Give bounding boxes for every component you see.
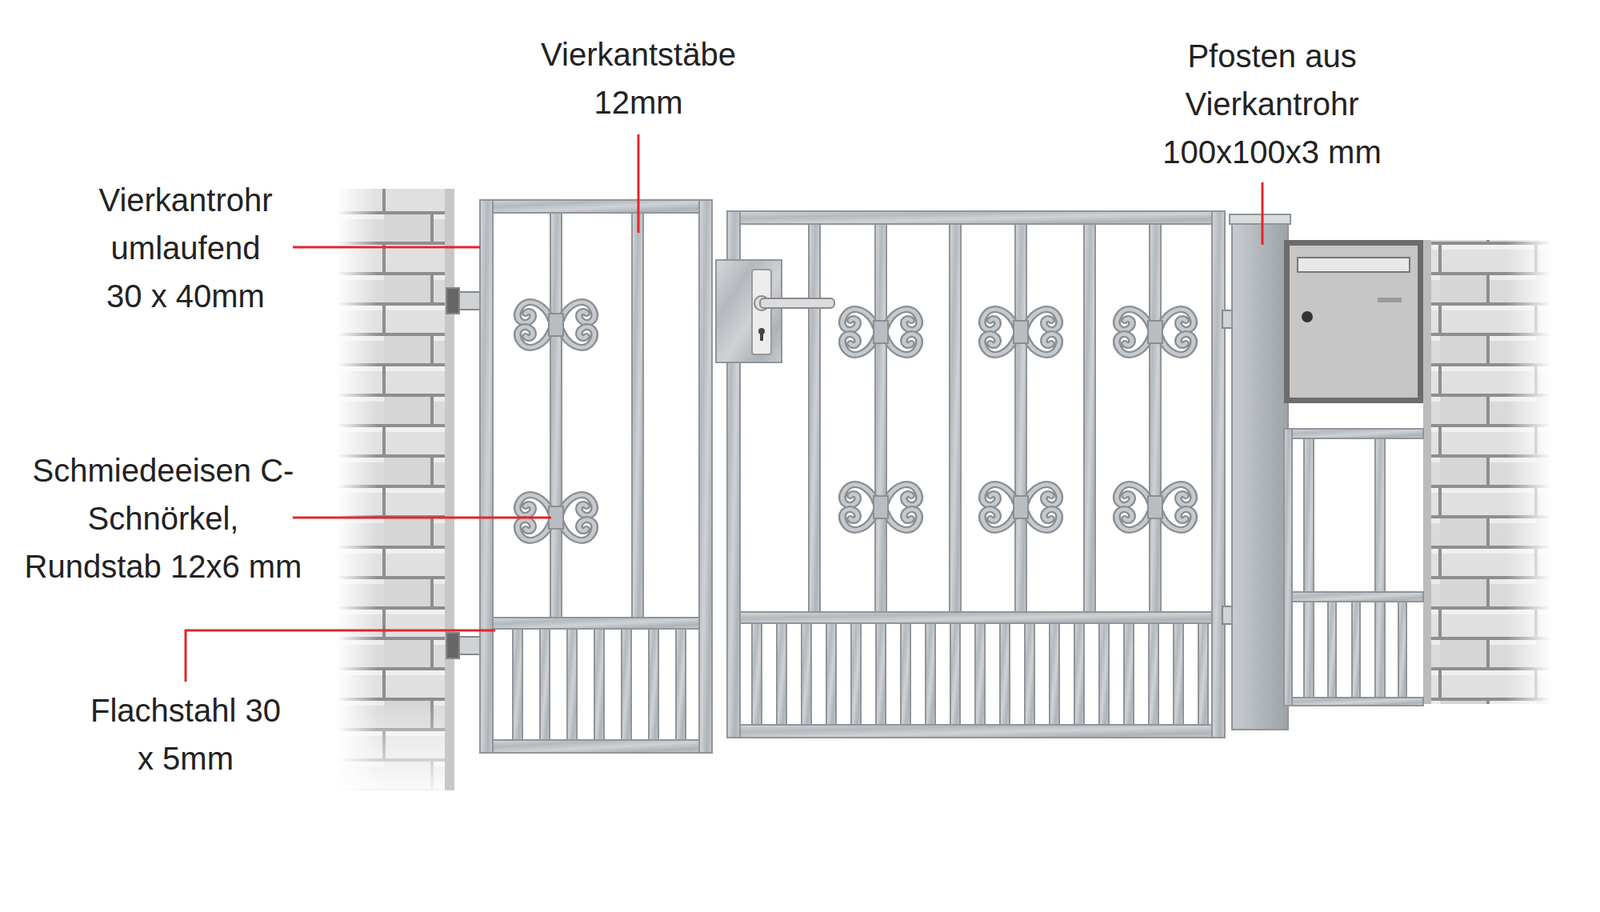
side-panel (1284, 428, 1424, 706)
brick-pillar (336, 188, 455, 791)
gate-leaf (480, 200, 712, 753)
callout-label: Vierkantstäbe 12mm (518, 30, 759, 127)
lock-handle (716, 260, 835, 363)
c-scroll (517, 302, 595, 541)
callout-label: Pfosten aus Vierkantrohr 100x100x3 mm (1152, 32, 1392, 176)
leader-line (185, 134, 1263, 682)
brick-pillar (1423, 240, 1552, 704)
callout-label: Schmiedeeisen C-Schnörkel, Rundstab 12x6… (19, 446, 308, 591)
hinge (446, 288, 482, 659)
callout-label: Flachstahl 30 x 5mm (81, 686, 290, 783)
callout-label: Vierkantrohr umlaufend 30 x 40mm (89, 176, 282, 320)
c-scroll (842, 309, 1194, 531)
gate-leaf (727, 211, 1225, 738)
mailbox (1284, 240, 1424, 404)
square-post (1222, 214, 1291, 730)
